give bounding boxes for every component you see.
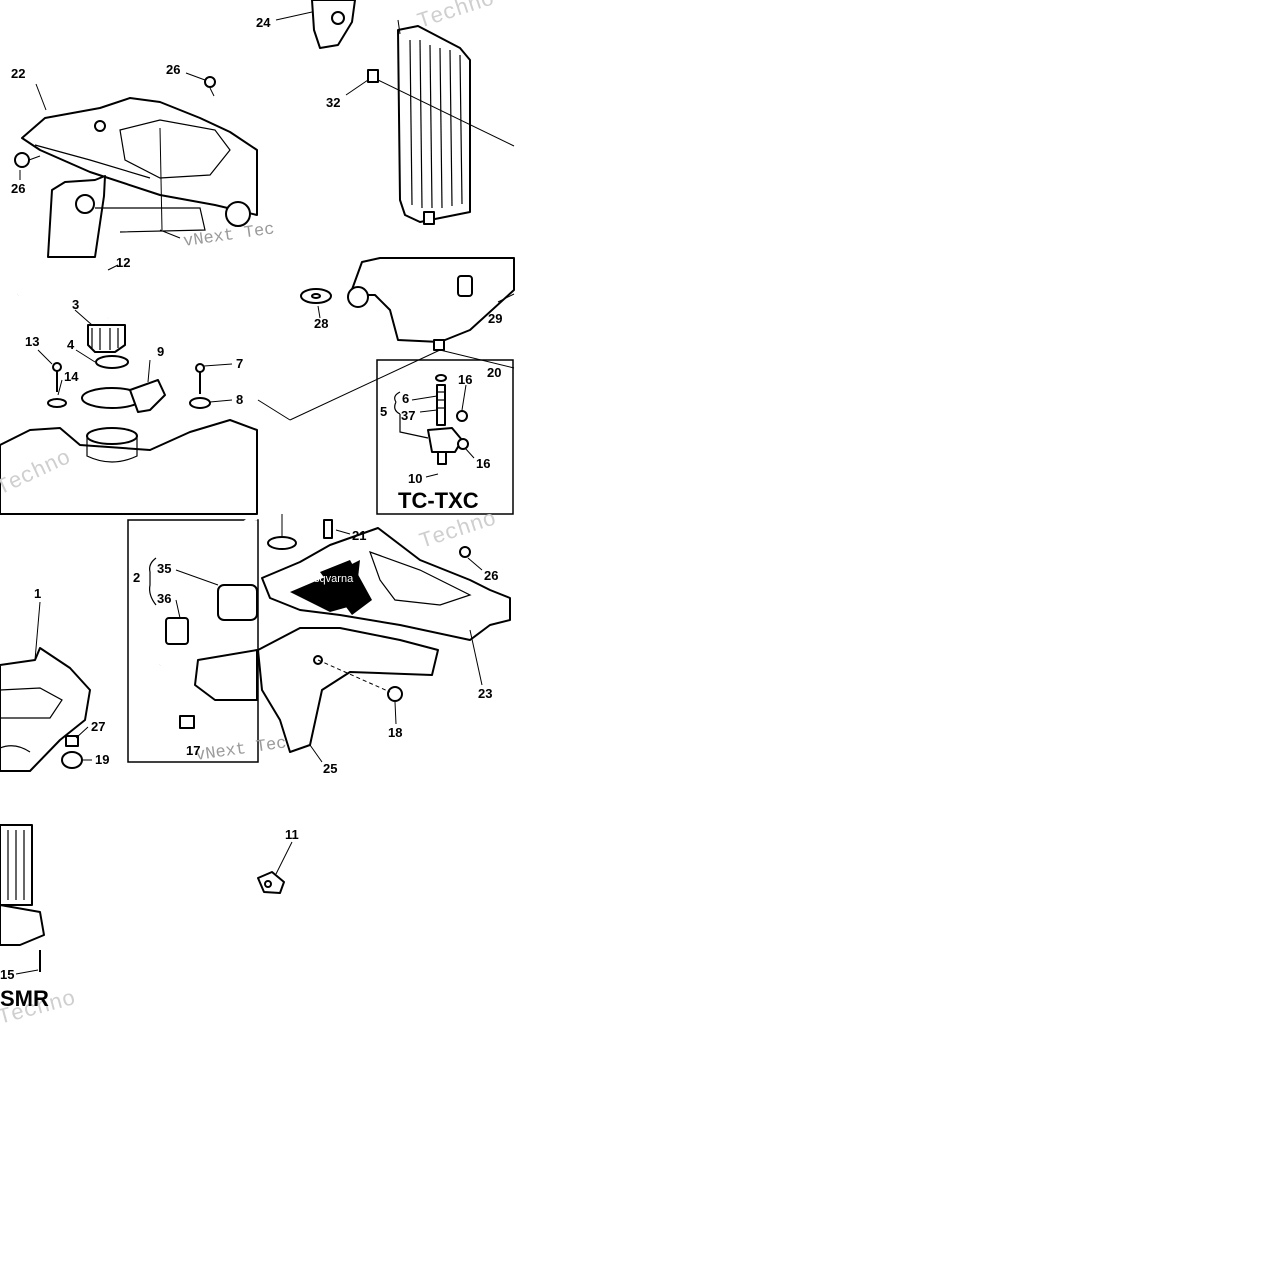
tile-fuel-pump <box>0 515 259 772</box>
callout-16: 16 <box>458 372 472 387</box>
callout-6: 6 <box>402 391 409 406</box>
radiator-shroud-24 <box>311 0 356 49</box>
callout-35: 35 <box>157 561 171 576</box>
callout-4: 4 <box>67 337 75 352</box>
callout-21: 21 <box>352 528 366 543</box>
side-panel-25 <box>257 627 439 753</box>
watermark: vNext Tec <box>194 734 288 766</box>
frame-section <box>349 257 515 343</box>
screw-26 <box>14 152 30 168</box>
callout-37: 37 <box>401 408 415 423</box>
callout-13: 13 <box>25 334 39 349</box>
callout-14: 14 <box>64 369 79 384</box>
variant-box-pump <box>127 519 259 763</box>
callout-28: 28 <box>314 316 328 331</box>
fuel-tank <box>0 419 258 515</box>
tile-side-cover <box>14 72 258 258</box>
tile-fuel-tap <box>257 257 515 515</box>
callout-22: 22 <box>11 66 25 81</box>
radiator-core <box>409 39 463 209</box>
watermark: Techno <box>414 0 497 35</box>
callout-9: 9 <box>157 344 164 359</box>
callout-19: 19 <box>95 752 109 767</box>
callout-23: 23 <box>478 686 492 701</box>
screw-21 <box>323 519 333 539</box>
callout-27: 27 <box>91 719 105 734</box>
screw-26 <box>204 76 216 88</box>
callout-17: 17 <box>186 743 200 758</box>
callout-10: 10 <box>408 471 422 486</box>
tile-tank-filler <box>0 263 258 515</box>
screw-18 <box>387 686 403 702</box>
pump-module <box>194 649 258 701</box>
callout-26: 26 <box>11 181 25 196</box>
callout-25: 25 <box>323 761 337 776</box>
brand-label: Husqvarna <box>300 573 354 585</box>
variant-label-tc-txc: TC-TXC <box>398 488 479 513</box>
callout-3: 3 <box>72 297 79 312</box>
frame-tube <box>47 175 106 258</box>
callout-numbers: 24 22 26 32 26 12 3 28 29 13 4 9 7 14 20… <box>0 15 502 982</box>
tile-bracket-11 <box>257 841 293 894</box>
fuel-tap-body <box>427 427 463 453</box>
fuel-tap-outlet <box>433 339 445 351</box>
callout-11: 11 <box>285 827 299 842</box>
clamp-16 <box>456 410 468 422</box>
fuel-cap-3 <box>87 324 126 353</box>
guard-9 <box>129 379 166 413</box>
callout-5: 5 <box>380 404 387 419</box>
connector-17 <box>179 715 195 729</box>
callout-12: 12 <box>116 255 130 270</box>
callout-18: 18 <box>388 725 402 740</box>
variant-label-smr: SMR <box>0 986 49 1011</box>
screw-26 <box>459 546 471 558</box>
fuel-filter-35 <box>217 584 258 621</box>
seal-4 <box>95 355 129 369</box>
callout-16: 16 <box>476 456 490 471</box>
callout-29: 29 <box>488 311 502 326</box>
callout-36: 36 <box>157 591 171 606</box>
callout-2: 2 <box>133 570 140 585</box>
callout-20: 20 <box>487 365 501 380</box>
callout-8: 8 <box>236 392 243 407</box>
grommet-27 <box>65 735 79 747</box>
radiator <box>397 25 471 223</box>
watermark: vNext Tec <box>182 220 276 252</box>
callout-26: 26 <box>484 568 498 583</box>
clip-32 <box>367 69 379 83</box>
callout-1: 1 <box>34 586 41 601</box>
tile-side-panel: Husqvarna <box>257 514 511 763</box>
callout-15: 15 <box>0 967 14 982</box>
callout-26: 26 <box>166 62 180 77</box>
variant-box-tc-txc <box>376 359 514 515</box>
callout-24: 24 <box>256 15 271 30</box>
tile-radiator <box>275 0 515 225</box>
side-panel-23 <box>261 527 511 641</box>
callout-32: 32 <box>326 95 340 110</box>
tile-smr-pump <box>0 777 45 975</box>
bush-19 <box>61 751 83 769</box>
connector-36 <box>165 617 189 645</box>
fuel-tank-lower <box>0 647 91 772</box>
callout-7: 7 <box>236 356 243 371</box>
clamp-16 <box>457 438 469 450</box>
